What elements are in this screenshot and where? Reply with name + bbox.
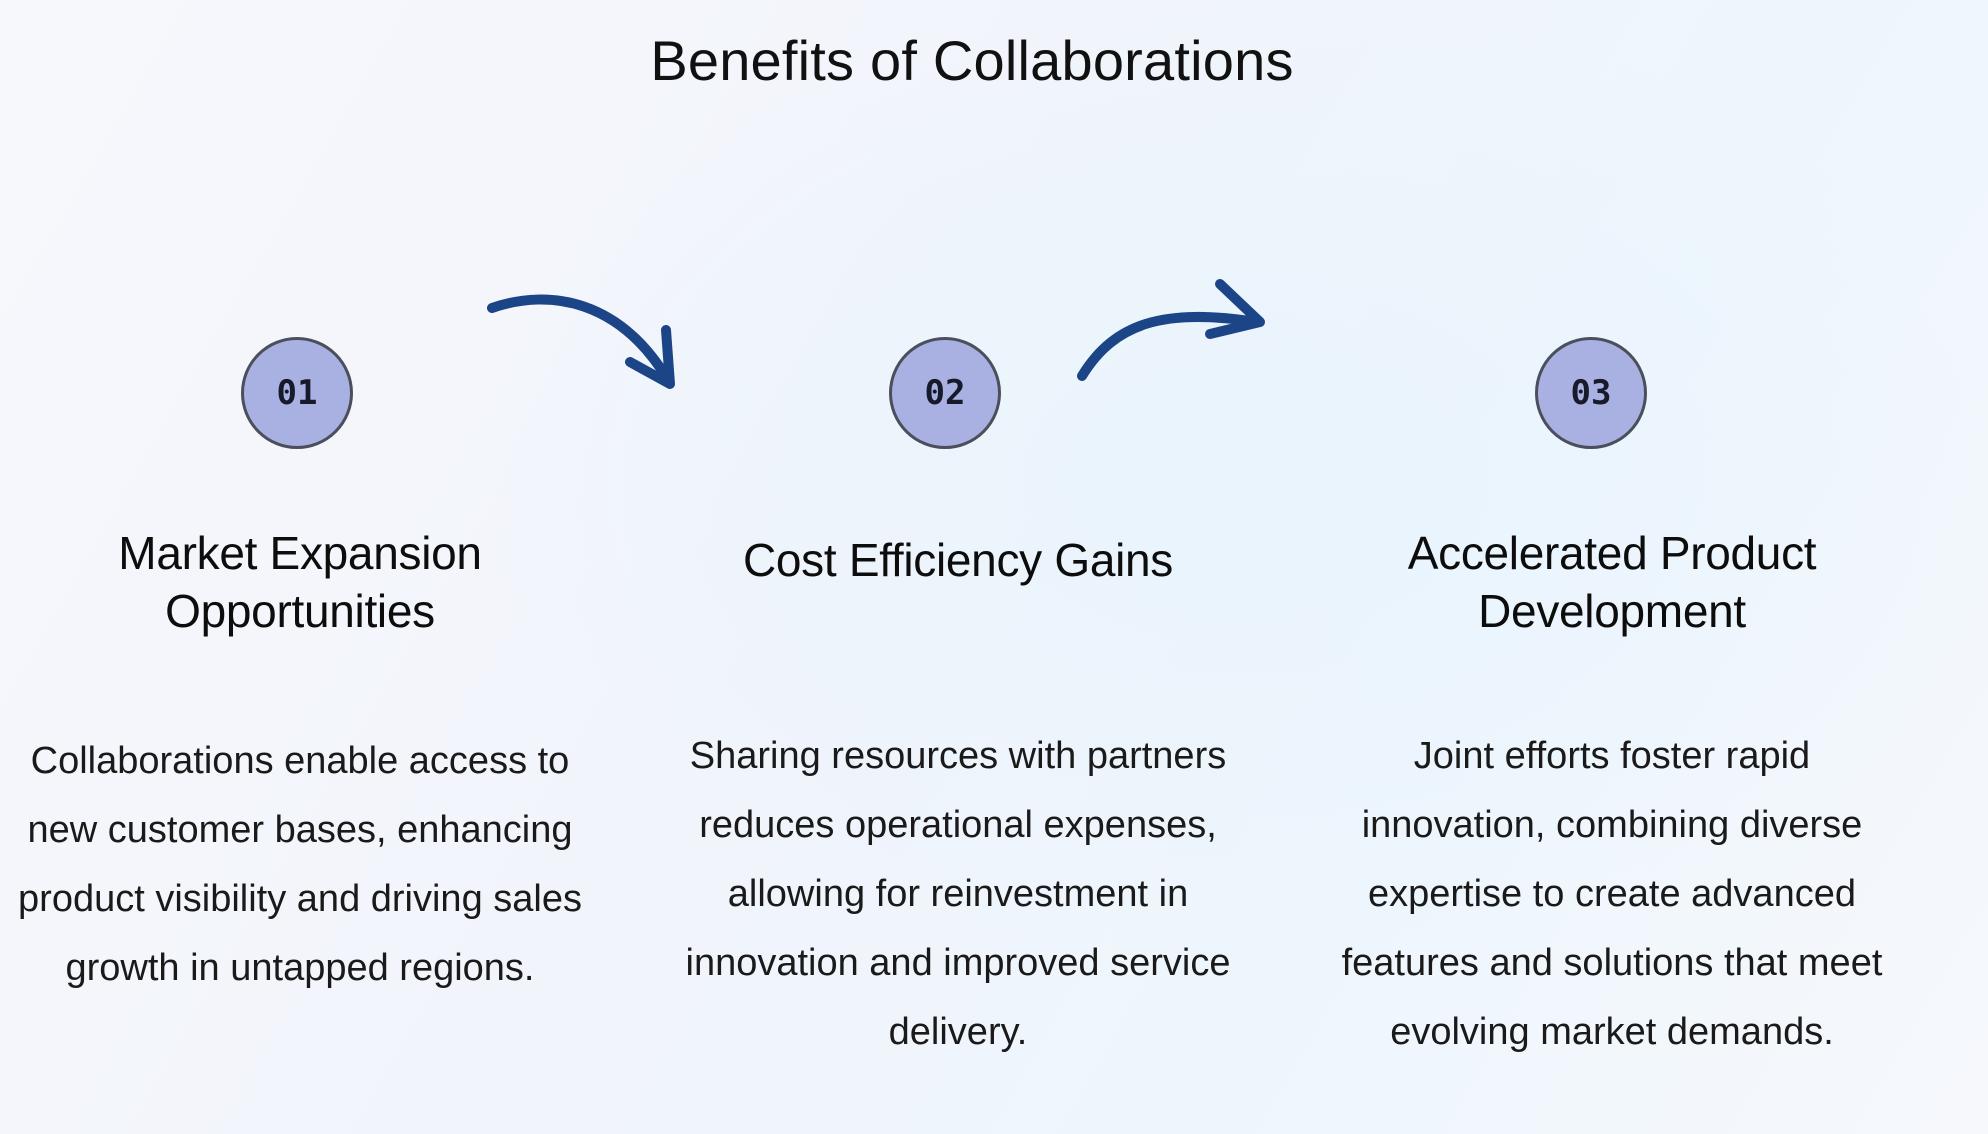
step-title: Accelerated Product Development	[1312, 524, 1912, 640]
step-description: Sharing resources with partners reduces …	[658, 722, 1258, 1067]
step-number-badge: 03	[1535, 337, 1647, 449]
step-title: Market Expansion Opportunities	[0, 524, 600, 640]
step-number-badge: 02	[889, 337, 1001, 449]
step-title-line: Opportunities	[165, 585, 435, 637]
curved-arrow-up-right-icon	[1077, 279, 1265, 381]
description-line: innovation and improved service	[685, 942, 1231, 984]
step-title-line: Cost Efficiency Gains	[742, 534, 1174, 586]
step-title-line: Development	[1478, 585, 1746, 637]
description-line: Collaborations enable access to	[30, 740, 570, 782]
step-title-line: Accelerated Product	[1407, 527, 1817, 579]
step-2: 02 Cost Efficiency Gains Sharing resourc…	[658, 0, 1258, 1134]
description-line: delivery.	[888, 1011, 1028, 1053]
step-3: 03 Accelerated Product Development Joint…	[1312, 0, 1912, 1134]
curved-arrow-down-right-icon	[487, 294, 675, 389]
description-line: evolving market demands.	[1390, 1011, 1834, 1053]
description-line: growth in untapped regions.	[65, 947, 535, 989]
description-line: Joint efforts foster rapid	[1413, 735, 1811, 777]
description-line: product visibility and driving sales	[18, 878, 582, 920]
description-line: reduces operational expenses,	[699, 804, 1217, 846]
description-line: Sharing resources with partners	[689, 735, 1227, 777]
description-line: new customer bases, enhancing	[27, 809, 573, 851]
step-1: 01 Market Expansion Opportunities Collab…	[0, 0, 600, 1134]
step-title: Cost Efficiency Gains	[658, 531, 1258, 589]
description-line: innovation, combining diverse	[1361, 804, 1863, 846]
page-title: Benefits of Collaborations	[650, 29, 1294, 92]
step-description: Joint efforts foster rapid innovation, c…	[1312, 722, 1912, 1067]
step-description: Collaborations enable access to new cust…	[0, 727, 600, 1003]
description-line: features and solutions that meet	[1341, 942, 1883, 984]
description-line: expertise to create advanced	[1368, 873, 1856, 915]
step-title-line: Market Expansion	[118, 527, 482, 579]
step-number-badge: 01	[241, 337, 353, 449]
description-line: allowing for reinvestment in	[727, 873, 1189, 915]
